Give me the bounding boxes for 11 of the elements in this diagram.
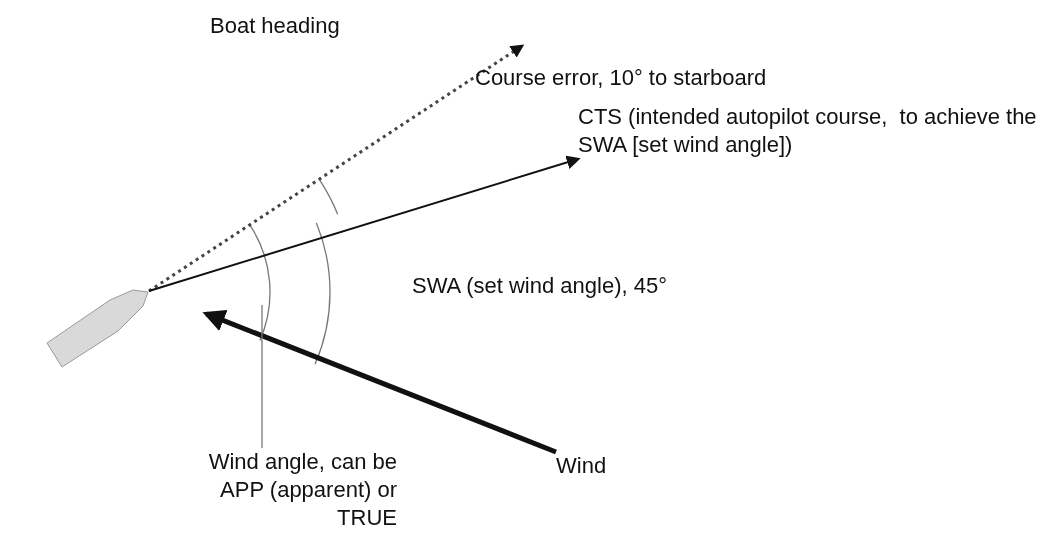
course-label: CTS (intended autopilot course, to achieve the SWA [set wind angle])	[578, 103, 1058, 159]
boat-shape	[46, 289, 149, 368]
set-wind-angle-label: SWA (set wind angle), 45°	[412, 272, 667, 300]
wind-arrow	[202, 309, 557, 455]
heading-arrow	[148, 44, 525, 293]
wind-label: Wind	[556, 452, 607, 480]
wind-angle-label: Wind angle, can be APP (apparent) or TRUE	[161, 448, 397, 532]
heading-label: Boat heading	[210, 12, 340, 40]
leader-line	[261, 304, 263, 449]
course-arrow	[148, 155, 581, 292]
course-error-label: Course error, 10° to starboard	[475, 64, 767, 92]
